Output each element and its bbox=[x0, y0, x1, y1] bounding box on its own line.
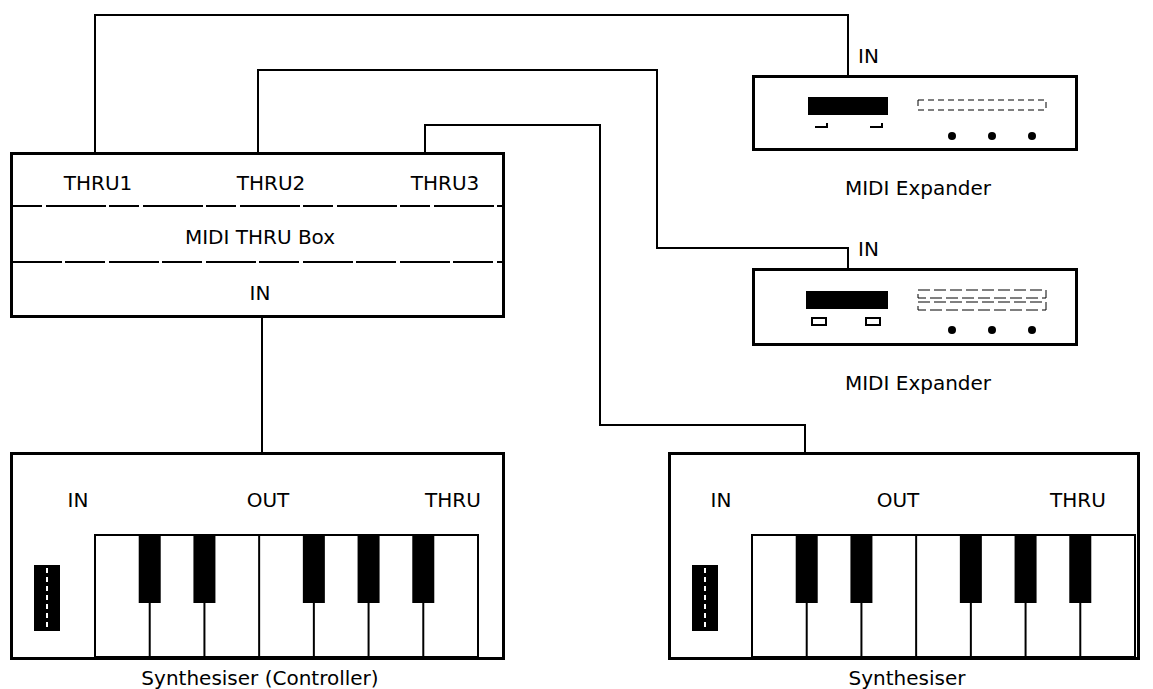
expander-panel bbox=[808, 97, 1046, 140]
midi-cable bbox=[95, 15, 848, 152]
midi-cable bbox=[425, 125, 805, 452]
synthesiser-controller: INOUTTHRUSynthesiser (Controller) bbox=[10, 452, 505, 660]
pitch-wheel bbox=[692, 565, 718, 631]
device-name: MIDI Expander bbox=[845, 372, 991, 394]
row-divider bbox=[12, 205, 503, 207]
knob bbox=[948, 132, 956, 140]
port-label: OUT bbox=[877, 489, 920, 511]
keyboard bbox=[692, 535, 1135, 657]
port-label: IN bbox=[68, 489, 89, 511]
midi-cable bbox=[261, 318, 263, 452]
device-name: MIDI THRU Box bbox=[185, 226, 335, 248]
black-key bbox=[303, 535, 325, 603]
wheel-groove bbox=[46, 568, 48, 628]
port-label: THRU bbox=[425, 489, 481, 511]
knob bbox=[988, 326, 996, 334]
port-label: IN bbox=[250, 282, 271, 304]
expander-panel bbox=[806, 290, 1046, 334]
knob bbox=[988, 132, 996, 140]
lcd-chars bbox=[918, 100, 1046, 110]
black-key bbox=[412, 535, 434, 603]
black-key bbox=[358, 535, 380, 603]
device-name: Synthesiser (Controller) bbox=[141, 667, 378, 689]
lcd-chars bbox=[918, 302, 1046, 310]
black-key bbox=[1015, 535, 1037, 603]
knob bbox=[1028, 326, 1036, 334]
pitch-wheel bbox=[34, 565, 60, 631]
black-key bbox=[850, 535, 872, 603]
port-label: THRU1 bbox=[64, 172, 133, 194]
port-label: THRU2 bbox=[237, 172, 306, 194]
port-label: IN bbox=[858, 45, 879, 67]
port-label: THRU3 bbox=[411, 172, 480, 194]
thru-box: THRU1 THRU2 THRU3MIDI THRU BoxIN bbox=[10, 152, 505, 318]
button bbox=[815, 123, 882, 127]
black-key bbox=[193, 535, 215, 603]
black-key bbox=[139, 535, 161, 603]
display bbox=[808, 97, 888, 115]
wheel-groove bbox=[704, 568, 706, 628]
button bbox=[812, 318, 826, 325]
knob bbox=[1028, 132, 1036, 140]
black-key bbox=[960, 535, 982, 603]
key-bed bbox=[752, 535, 1135, 657]
black-key bbox=[796, 535, 818, 603]
row-divider bbox=[12, 261, 503, 263]
key-bed bbox=[95, 535, 478, 657]
display bbox=[806, 291, 888, 309]
button bbox=[866, 318, 880, 325]
synthesiser: INOUTTHRUSynthesiser bbox=[668, 452, 1140, 660]
midi-expander: MIDI Expander bbox=[752, 268, 1078, 346]
midi-cable bbox=[258, 70, 848, 268]
midi-expander: MIDI Expander bbox=[752, 75, 1078, 151]
port-label: THRU bbox=[1050, 489, 1106, 511]
black-key bbox=[1069, 535, 1091, 603]
device-name: Synthesiser bbox=[849, 667, 966, 689]
port-label: IN bbox=[711, 489, 732, 511]
port-label: OUT bbox=[247, 489, 290, 511]
white-key bbox=[258, 535, 260, 657]
device-name: MIDI Expander bbox=[845, 177, 991, 199]
keyboard bbox=[34, 535, 478, 657]
keyboards bbox=[34, 535, 1135, 657]
knob bbox=[948, 326, 956, 334]
port-label: IN bbox=[858, 238, 879, 260]
white-key bbox=[915, 535, 917, 657]
lcd-chars bbox=[918, 290, 1046, 298]
